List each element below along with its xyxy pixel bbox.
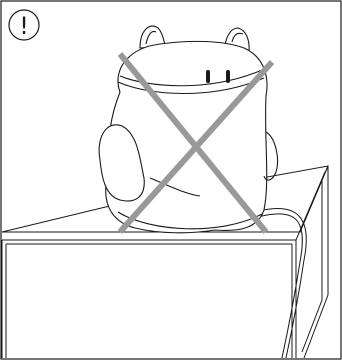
- warning-icon: !: [9, 10, 39, 40]
- warning-symbol: !: [19, 12, 29, 40]
